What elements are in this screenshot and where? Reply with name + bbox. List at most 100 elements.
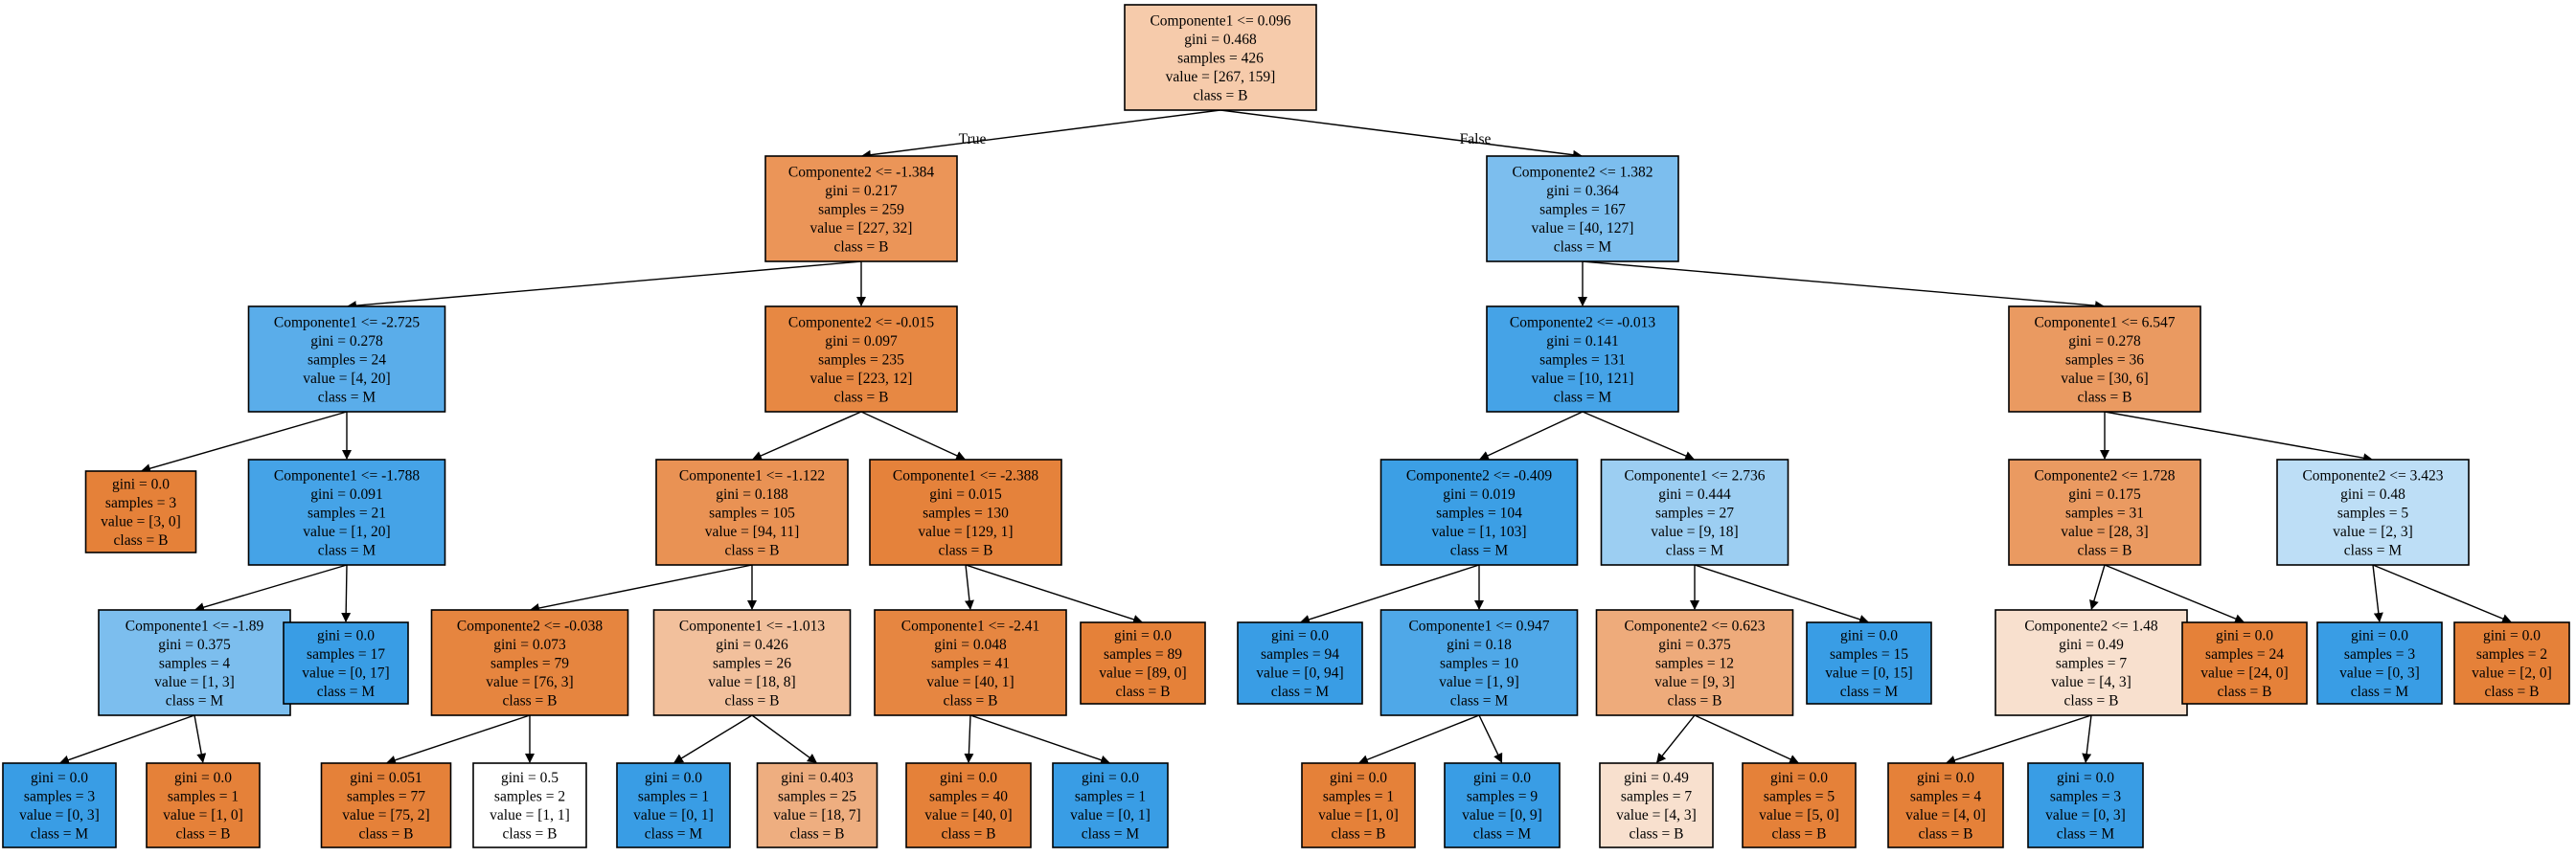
tree-node-line: Componente1 <= -2.41	[901, 618, 1039, 634]
tree-node-line: value = [0, 3]	[2339, 665, 2420, 682]
tree-node-line: gini = 0.0	[1770, 770, 1828, 786]
tree-node-line: Componente1 <= 0.947	[1408, 618, 1549, 634]
tree-node-line: Componente1 <= 6.547	[2034, 314, 2175, 330]
tree-node-line: samples = 10	[1440, 655, 1518, 671]
tree-node-line: Componente2 <= -0.038	[457, 618, 603, 634]
tree-node-line: gini = 0.051	[350, 770, 422, 786]
tree-node-line: value = [40, 127]	[1532, 220, 1634, 237]
tree-node-box	[1806, 621, 1932, 705]
tree-node-line: class = B	[1332, 826, 1386, 843]
tree-node-line: class = B	[2064, 692, 2119, 709]
tree-node-line: class = M	[1450, 692, 1509, 709]
tree-node-line: class = M	[1473, 826, 1532, 843]
tree-node-line: value = [89, 0]	[1099, 665, 1186, 682]
tree-node-line: class = M	[166, 692, 224, 709]
tree-node-line: gini = 0.073	[493, 637, 566, 653]
tree-node-box	[2, 762, 117, 848]
tree-node-line: value = [30, 6]	[2061, 371, 2148, 387]
tree-node-line: value = [10, 121]	[1532, 371, 1634, 387]
tree-node-line: samples = 25	[778, 789, 856, 805]
tree-node-box	[1379, 609, 1579, 716]
tree-edge-n4-n9	[751, 411, 862, 461]
tree-node-line: gini = 0.015	[929, 486, 1002, 503]
tree-node-line: gini = 0.048	[934, 637, 1007, 653]
tree-node-line: gini = 0.0	[940, 770, 997, 786]
tree-node-line: gini = 0.217	[825, 183, 898, 199]
tree-node-line: samples = 2	[2476, 646, 2547, 663]
tree-node-box	[655, 459, 849, 566]
tree-edge-n3-n7	[140, 411, 348, 474]
tree-node-line: value = [75, 2]	[342, 807, 429, 823]
tree-node-line: class = B	[1919, 826, 1973, 843]
tree-node-box	[98, 609, 291, 716]
tree-node-line: gini = 0.375	[158, 637, 231, 653]
tree-node-line: value = [1, 0]	[163, 807, 243, 823]
tree-node-line: gini = 0.175	[2068, 486, 2141, 503]
tree-node-line: value = [76, 3]	[486, 674, 573, 690]
tree-edge-n0-n2	[1220, 109, 1583, 160]
tree-node-line: class = B	[725, 542, 780, 558]
tree-node-line: class = B	[1116, 684, 1171, 700]
tree-node-line: gini = 0.0	[1917, 770, 1974, 786]
tree-node-line: value = [0, 17]	[302, 665, 389, 682]
tree-node-line: gini = 0.0	[2483, 628, 2541, 644]
tree-node-line: samples = 40	[929, 789, 1008, 805]
tree-node-line: Componente2 <= 3.423	[2302, 467, 2443, 484]
tree-node-line: samples = 9	[1467, 789, 1538, 805]
tree-node-line: class = M	[1554, 238, 1612, 255]
tree-node-line: class = B	[359, 826, 414, 843]
tree-node-line: gini = 0.019	[1443, 486, 1516, 503]
tree-node-line: value = [227, 32]	[810, 220, 913, 237]
tree-node-line: value = [0, 1]	[1070, 807, 1151, 823]
tree-node-line: samples = 5	[1764, 789, 1835, 805]
tree-node-line: samples = 79	[490, 655, 569, 671]
tree-node-line: Componente2 <= 0.623	[1624, 618, 1765, 634]
tree-node-line: samples = 5	[2337, 505, 2408, 521]
tree-node-box	[2181, 621, 2308, 705]
tree-node-box	[1486, 155, 1679, 262]
tree-node-line: class = M	[318, 389, 376, 405]
tree-node-box	[1052, 762, 1169, 848]
tree-node-line: Componente1 <= -1.122	[679, 467, 825, 484]
tree-node-line: class = B	[790, 826, 845, 843]
tree-node-line: value = [24, 0]	[2200, 665, 2288, 682]
tree-node-line: value = [18, 7]	[773, 807, 860, 823]
tree-node-line: samples = 130	[923, 505, 1009, 521]
tree-node-box	[2008, 305, 2201, 413]
tree-edge-n22-n37	[1357, 714, 1480, 764]
tree-node-line: samples = 131	[1539, 351, 1626, 368]
tree-node-line: gini = 0.0	[2216, 628, 2273, 644]
tree-edge-n10-n20	[965, 564, 1144, 624]
tree-node-line: Componente1 <= -1.89	[125, 618, 264, 634]
tree-edge-n13-n26	[2104, 564, 2245, 623]
tree-node-line: samples = 259	[818, 201, 904, 217]
tree-node-line: samples = 36	[2065, 351, 2144, 368]
tree-node-line: class = B	[834, 238, 889, 255]
tree-node-line: class = M	[31, 826, 89, 843]
tree-node-n17: Componente2 <= -0.038 gini = 0.073 samples…	[430, 609, 629, 716]
tree-node-line: class = M	[1554, 389, 1612, 405]
tree-node-box	[430, 609, 629, 716]
tree-node-line: class = B	[834, 389, 889, 405]
tree-node-line: gini = 0.188	[716, 486, 788, 503]
tree-node-line: class = M	[1271, 684, 1330, 700]
tree-node-line: samples = 1	[1323, 789, 1394, 805]
tree-node-box	[2027, 762, 2144, 848]
tree-node-line: class = B	[503, 826, 558, 843]
tree-node-line: value = [0, 1]	[633, 807, 714, 823]
tree-node-line: value = [0, 15]	[1825, 665, 1912, 682]
tree-edge-n23-n39	[1656, 714, 1696, 763]
